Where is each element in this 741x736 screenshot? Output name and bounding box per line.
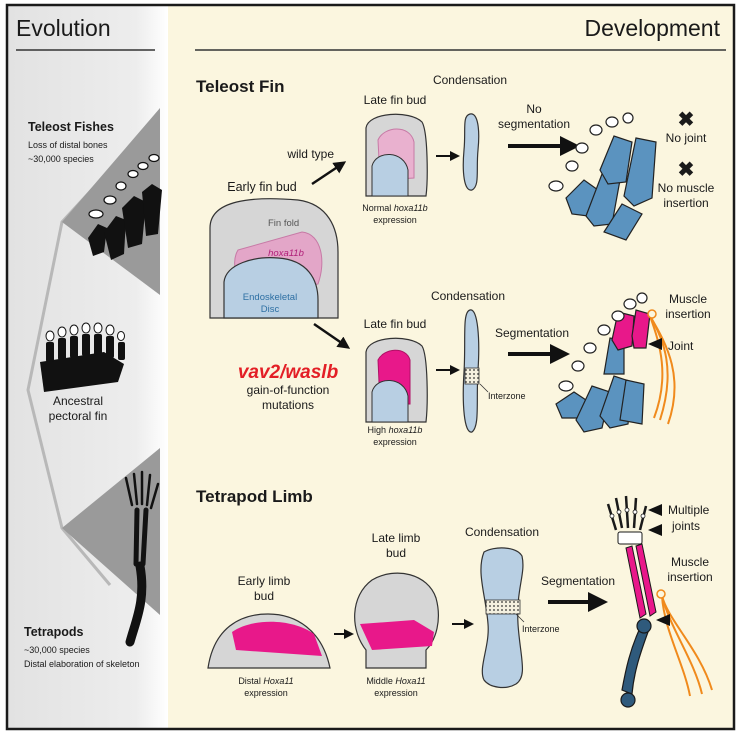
no-segmentation-line1: No [526, 102, 542, 116]
middle-expression-line2: expression [374, 688, 418, 698]
late-limb-bud-line1: Late limb [372, 531, 421, 545]
multiple-joints-line1: Multiple [668, 503, 710, 517]
tetrapod-adult-limb [606, 495, 657, 708]
late-limb-bud [354, 572, 439, 669]
multiple-joints-pointer-2-icon [648, 524, 662, 536]
teleost-fishes-line2: ~30,000 species [28, 154, 94, 164]
ancestral-fin-line1: Ancestral [53, 394, 103, 408]
late-fin-bud-top-label: Late fin bud [364, 93, 427, 107]
figure-frame [5, 3, 736, 731]
middle-prefix: Middle [366, 676, 395, 686]
endoskeletal-label-line1: Endoskeletal [243, 292, 297, 303]
mutant-muscle-line1: Muscle [669, 292, 707, 306]
endoskeletal-label-line2: Disc [261, 304, 280, 315]
interzone-mid [464, 367, 480, 385]
early-limb-bud-line2: bud [254, 589, 274, 603]
mutant-arrow [313, 322, 351, 349]
no-muscle-line1: No muscle [658, 181, 715, 195]
mutant-muscle-line2: insertion [665, 307, 710, 321]
elbow-joint-pointer-icon [656, 614, 670, 626]
late-fin-bud-mutant [365, 337, 428, 423]
tetrapod-interzone [485, 599, 521, 615]
no-muscle-icon: ✖ [678, 159, 695, 181]
tetrapod-limb-skeleton [124, 470, 160, 647]
middle-gene: Hoxa11 [395, 676, 425, 686]
mutant-fin-bones [555, 292, 651, 433]
late-limb-bud-line2: bud [386, 546, 406, 560]
segmentation-mid-label: Segmentation [495, 326, 569, 340]
tetrapod-muscle-insertion-point [656, 589, 666, 599]
ancestral-fin-line2: pectoral fin [49, 409, 108, 423]
mutant-muscle-insertion-point [647, 309, 657, 319]
high-expression-line1: High hoxa11b [368, 425, 423, 435]
teleost-fishes-title: Teleost Fishes [28, 120, 114, 134]
teleost-fin-title: Teleost Fin [196, 77, 284, 96]
no-joint-icon: ✖ [678, 109, 695, 131]
no-muscle-line2: insertion [663, 196, 708, 210]
condensation-mid-label: Condensation [431, 289, 505, 303]
tetrapods-line2: Distal elaboration of skeleton [24, 659, 140, 669]
late-fin-bud-wild-type [365, 113, 428, 197]
condensation-top-label: Condensation [433, 73, 507, 87]
tetrapod-condensation-label: Condensation [465, 525, 539, 539]
early-limb-bud [207, 613, 331, 669]
wild-type-arrow [311, 161, 347, 186]
interzone-mid-label: Interzone [488, 391, 526, 401]
tetrapod-muscle [661, 595, 713, 697]
mutant-genes-label: vav2/waslb [238, 362, 339, 383]
interzone-mid-leader [479, 383, 489, 393]
high-prefix: High [368, 425, 389, 435]
normal-expression-line2: expression [373, 215, 417, 225]
normal-expression-line1: Normal hoxa11b [362, 203, 427, 213]
joint-pointer-icon [648, 338, 662, 350]
middle-expression-line1: Middle Hoxa11 [366, 676, 425, 686]
condensation-top-shape [462, 113, 480, 191]
tetrapod-muscle-line2: insertion [667, 570, 712, 584]
mutant-line1: gain-of-function [247, 383, 330, 397]
ancestral-fin-skeleton [40, 322, 125, 392]
distal-expression-line2: expression [244, 688, 288, 698]
tetrapod-segmentation-label: Segmentation [541, 574, 615, 588]
distal-gene: Hoxa11 [263, 676, 293, 686]
teleost-fin-skeleton [88, 153, 162, 260]
tetrapod-interzone-label: Interzone [522, 624, 560, 634]
early-fin-bud-label: Early fin bud [227, 180, 297, 194]
wild-type-label: wild type [286, 147, 334, 161]
tetrapod-muscle-line1: Muscle [671, 555, 709, 569]
tetrapods-line1: ~30,000 species [24, 645, 90, 655]
mutant-muscle [649, 315, 676, 425]
tetrapods-title: Tetrapods [24, 625, 84, 639]
no-segmentation-line2: segmentation [498, 117, 570, 131]
no-joint-label: No joint [666, 131, 707, 145]
distal-expression-line1: Distal Hoxa11 [238, 676, 293, 686]
late-fin-bud-mid-label: Late fin bud [364, 317, 427, 331]
tetrapod-condensation-shape [480, 547, 524, 689]
wild-type-fin-bones [548, 112, 657, 241]
tetrapod-limb-title: Tetrapod Limb [196, 487, 313, 506]
normal-gene: hoxa11b [394, 203, 428, 213]
high-expression-line2: expression [373, 437, 417, 447]
multiple-joints-line2: joints [671, 519, 700, 533]
high-gene: hoxa11b [389, 425, 423, 435]
multiple-joints-pointer-1-icon [648, 504, 662, 516]
hoxa11b-early-label: hoxa11b [268, 248, 304, 259]
mutant-line2: mutations [262, 398, 314, 412]
normal-prefix: Normal [362, 203, 394, 213]
joint-label: Joint [668, 339, 694, 353]
teleost-fishes-line1: Loss of distal bones [28, 140, 108, 150]
early-fin-bud [209, 198, 339, 319]
tetrapod-interzone-leader [515, 613, 525, 623]
early-limb-bud-line1: Early limb [238, 574, 291, 588]
development-header: Development [584, 15, 720, 41]
evolution-header: Evolution [16, 15, 111, 41]
distal-prefix: Distal [238, 676, 263, 686]
fin-fold-label: Fin fold [268, 218, 299, 229]
